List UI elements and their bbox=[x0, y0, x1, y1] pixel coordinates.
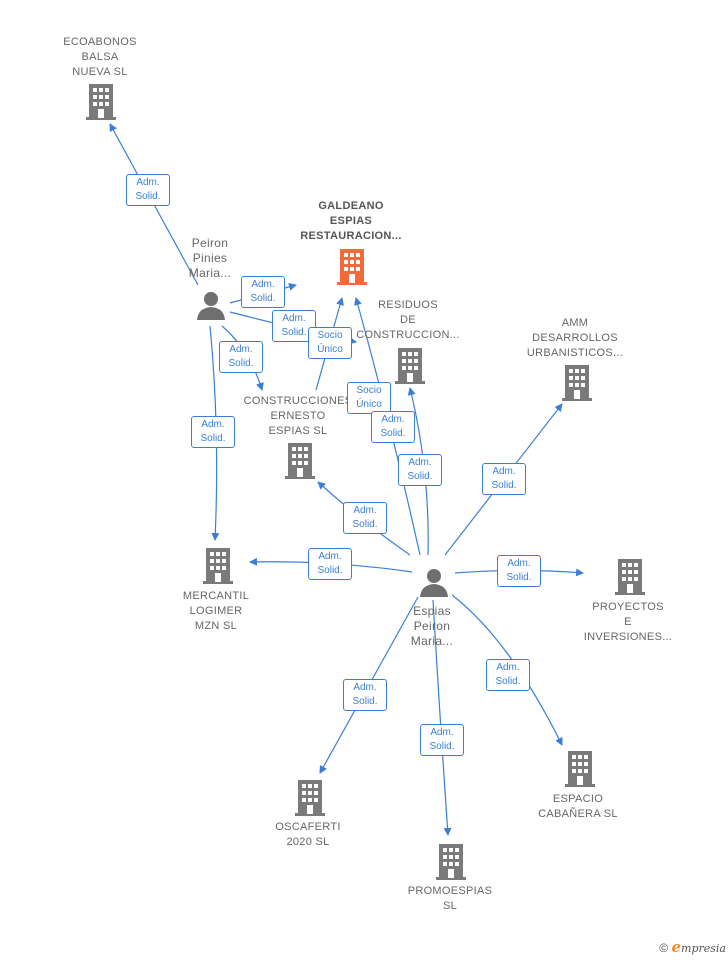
copyright-icon: © bbox=[659, 941, 669, 955]
building-icon[interactable] bbox=[565, 751, 595, 787]
node-label-ecoabonos: ECOABONOS BALSA NUEVA SL bbox=[63, 36, 137, 78]
relation-badge[interactable]: Adm.Solid. bbox=[420, 724, 464, 756]
building-icon[interactable] bbox=[436, 844, 466, 880]
relation-badge[interactable]: Adm.Solid. bbox=[398, 454, 442, 486]
node-label-amm: AMM DESARROLLOS URBANISTICOS... bbox=[526, 317, 624, 359]
brand-logo: empresia bbox=[671, 938, 726, 956]
relation-badge[interactable]: Adm.Solid. bbox=[486, 659, 530, 691]
edge-espias-espacio bbox=[451, 594, 563, 746]
node-label-oscaferti: OSCAFERTI 2020 SL bbox=[275, 821, 341, 848]
node-label-peiron: Peiron Pinies Maria... bbox=[188, 236, 232, 280]
node-label-espacio: ESPACIO CABAÑERA SL bbox=[538, 793, 618, 820]
building-icon[interactable] bbox=[203, 548, 233, 584]
building-icon[interactable] bbox=[395, 348, 425, 384]
node-label-construcciones: CONSTRUCCIONES ERNESTO ESPIAS SL bbox=[243, 395, 353, 437]
relation-badge[interactable]: Adm.Solid. bbox=[343, 679, 387, 711]
relation-badge[interactable]: Adm.Solid. bbox=[482, 463, 526, 495]
node-label-promoespias: PROMOESPIAS SL bbox=[407, 885, 493, 912]
building-icon[interactable] bbox=[86, 84, 116, 120]
relation-badge[interactable]: Adm.Solid. bbox=[343, 502, 387, 534]
node-label-espias: Espias Peiron Maria... bbox=[410, 604, 454, 648]
node-label-residuos: RESIDUOS DE CONSTRUCCION... bbox=[356, 299, 460, 341]
node-label-galdeano: GALDEANO ESPIAS RESTAURACION... bbox=[300, 200, 402, 242]
relation-badge[interactable]: Adm.Solid. bbox=[219, 341, 263, 373]
relation-badge[interactable]: Adm.Solid. bbox=[126, 174, 170, 206]
building-icon[interactable] bbox=[615, 559, 645, 595]
node-label-mercantil: MERCANTIL LOGIMER MZN SL bbox=[182, 590, 250, 632]
building-icon-highlighted[interactable] bbox=[337, 249, 367, 285]
building-icon[interactable] bbox=[295, 780, 325, 816]
relation-badge[interactable]: Adm.Solid. bbox=[308, 548, 352, 580]
relation-badge[interactable]: Adm.Solid. bbox=[497, 555, 541, 587]
relation-badge[interactable]: Adm.Solid. bbox=[241, 276, 285, 308]
person-icon[interactable] bbox=[419, 567, 449, 597]
node-label-proyectos: PROYECTOS E INVERSIONES... bbox=[583, 601, 673, 643]
building-icon[interactable] bbox=[562, 365, 592, 401]
relation-badge[interactable]: Adm.Solid. bbox=[371, 411, 415, 443]
relation-badge[interactable]: Adm.Solid. bbox=[191, 416, 235, 448]
brand-footer[interactable]: © empresia bbox=[659, 938, 726, 956]
edge-espias-promoespias bbox=[432, 599, 452, 836]
person-icon[interactable] bbox=[196, 290, 226, 320]
building-icon[interactable] bbox=[285, 443, 315, 479]
